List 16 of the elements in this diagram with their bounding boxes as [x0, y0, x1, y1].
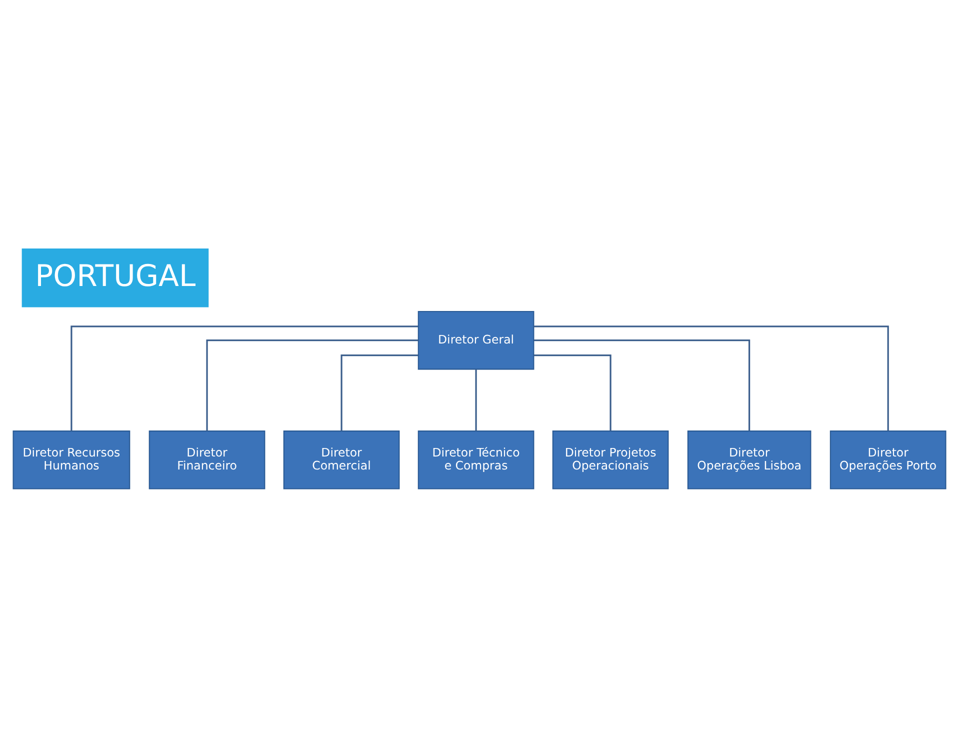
- node-box: Diretor Geral: [417, 311, 534, 370]
- node-box: Diretor Operações Lisboa: [686, 430, 811, 490]
- node-box: Diretor Financeiro: [148, 430, 265, 490]
- node-box: Diretor Comercial: [282, 430, 400, 490]
- connector: [533, 354, 611, 432]
- connector: [340, 354, 418, 432]
- node-box: Diretor Operações Porto: [829, 430, 946, 490]
- connector: [533, 340, 750, 431]
- connector: [474, 369, 476, 431]
- connector: [206, 340, 418, 431]
- node-box: Diretor Técnico e Compras: [417, 430, 534, 490]
- connector: [70, 326, 418, 431]
- connector: [533, 326, 888, 431]
- diagram-title: PORTUGAL: [34, 258, 196, 294]
- node-box: Diretor Projetos Operacionais: [552, 430, 668, 490]
- node-box: Diretor Recursos Humanos: [12, 430, 130, 490]
